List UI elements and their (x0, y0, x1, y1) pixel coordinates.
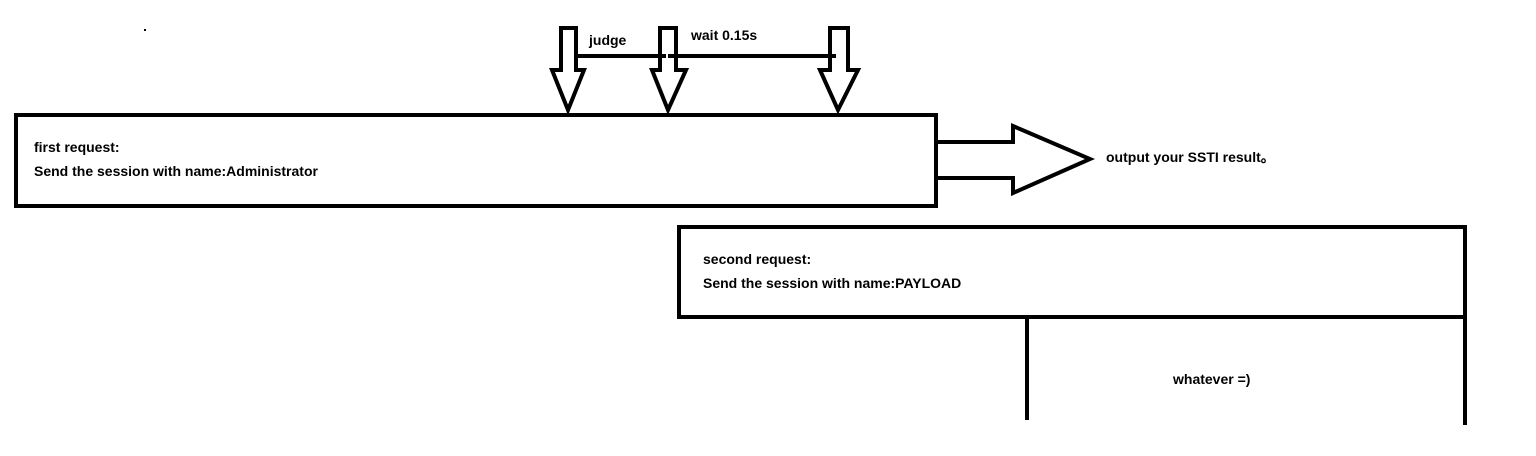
second-request-box: second request: Send the session with na… (677, 225, 1467, 319)
output-label: output your SSTI result。 (1106, 149, 1275, 165)
whatever-label: whatever =) (1173, 371, 1251, 387)
second-request-text: second request: Send the session with na… (703, 247, 961, 295)
first-request-detail: Send the session with name:Administrator (34, 163, 318, 179)
wait-label: wait 0.15s (691, 27, 758, 43)
first-request-text: first request: Send the session with nam… (34, 135, 318, 183)
first-request-box: first request: Send the session with nam… (14, 113, 938, 208)
down-arrow-3 (816, 26, 862, 115)
judge-label: judge (589, 32, 627, 48)
first-request-title: first request: (34, 139, 120, 155)
stray-dot (144, 29, 146, 31)
down-arrow-1 (549, 26, 587, 116)
second-request-title: second request: (703, 251, 812, 267)
right-arrow (936, 122, 1096, 197)
second-request-detail: Send the session with name:PAYLOAD (703, 275, 962, 291)
down-arrow-2 (649, 26, 690, 116)
